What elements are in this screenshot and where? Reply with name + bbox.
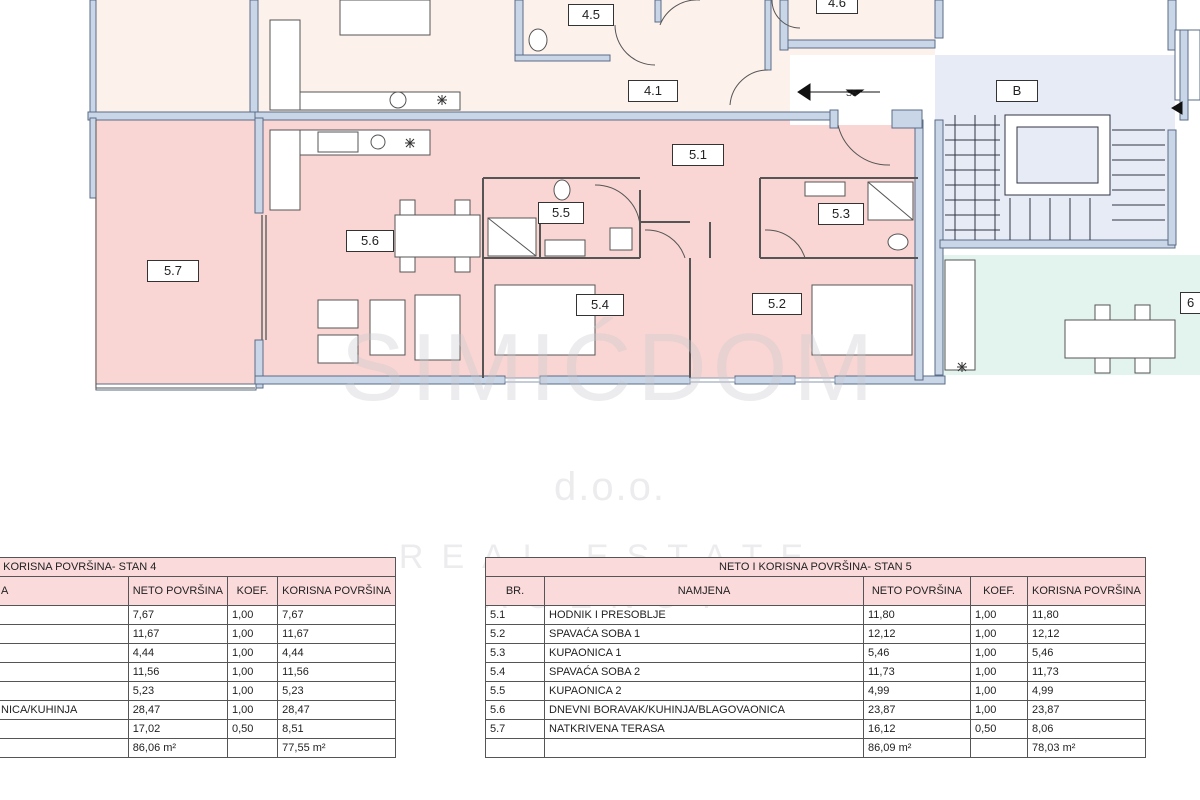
room-label-5.6: 5.6	[346, 230, 394, 252]
stan5-area-table: NETO I KORISNA POVRŠINA- STAN 5 BR. NAMJ…	[485, 557, 1146, 758]
floor-plan-drawing	[87, 0, 1200, 391]
stan4-header-namjena: A	[0, 576, 129, 606]
windows	[504, 377, 836, 383]
stan5-title: NETO I KORISNA POVRŠINA- STAN 5	[485, 557, 1146, 577]
stan4-title: I KORISNA POVRŠINA- STAN 4	[0, 557, 396, 577]
stan5-header-koef: KOEF.	[970, 576, 1028, 606]
doors	[594, 0, 891, 259]
stan5-header-korisna: KORISNA POVRŠINA	[1027, 576, 1146, 606]
room-label-B: B	[996, 80, 1038, 102]
stan4-header-korisna: KORISNA POVRŠINA	[277, 576, 396, 606]
stan4-total-row: 86,06 m² 77,55 m²	[0, 738, 396, 758]
room-label-5.4: 5.4	[576, 294, 624, 316]
room-label-5.1: 5.1	[672, 144, 724, 166]
room-label-5.7: 5.7	[147, 260, 199, 282]
stan4-table-wrapper: I KORISNA POVRŠINA- STAN 4 A NETO POVRŠI…	[0, 557, 400, 769]
stan5-header-neto: NETO POVRŠINA	[863, 576, 971, 606]
stan5-header-br: BR.	[485, 576, 545, 606]
room-label-5.3: 5.3	[818, 203, 864, 225]
room-label-4.6: 4.6	[816, 0, 858, 14]
stan4-total-neto: 86,06 m²	[127, 738, 228, 758]
room-label-5.2: 5.2	[752, 293, 802, 315]
stan5-total-korisna: 78,03 m²	[1027, 738, 1146, 758]
furniture	[317, 0, 1176, 374]
room-label-6: 6	[1180, 292, 1200, 314]
floor-plan: 4.5 4.6 4.1 S5 B 5.1 5.5 5.3 5.6 5.7 5.4…	[87, 0, 1200, 391]
room-label-4.1: 4.1	[628, 80, 678, 102]
terrace-door	[261, 215, 267, 340]
room-label-4.5: 4.5	[568, 4, 614, 26]
section-markers	[797, 83, 1183, 115]
room-label-S5: S5	[846, 88, 858, 98]
stan5-header-namjena: NAMJENA	[544, 576, 864, 606]
stan4-total-korisna: 77,55 m²	[277, 738, 396, 758]
room-fill-5.7	[95, 118, 255, 390]
room-label-5.5: 5.5	[538, 202, 584, 224]
bathroom-fixtures	[487, 28, 914, 257]
partitions	[482, 177, 918, 378]
walls	[87, 0, 1200, 391]
stan4-area-table: I KORISNA POVRŠINA- STAN 4 A NETO POVRŠI…	[0, 557, 396, 758]
room-fill-top-right	[945, 0, 1170, 38]
staircase	[945, 114, 1165, 240]
stan5-total-row: 86,09 m² 78,03 m²	[485, 738, 1146, 758]
stan4-header-koef: KOEF.	[226, 576, 279, 606]
extractor-icons	[405, 95, 967, 372]
stan5-total-neto: 86,09 m²	[863, 738, 971, 758]
stan4-header-neto: NETO POVRŠINA	[127, 576, 228, 606]
